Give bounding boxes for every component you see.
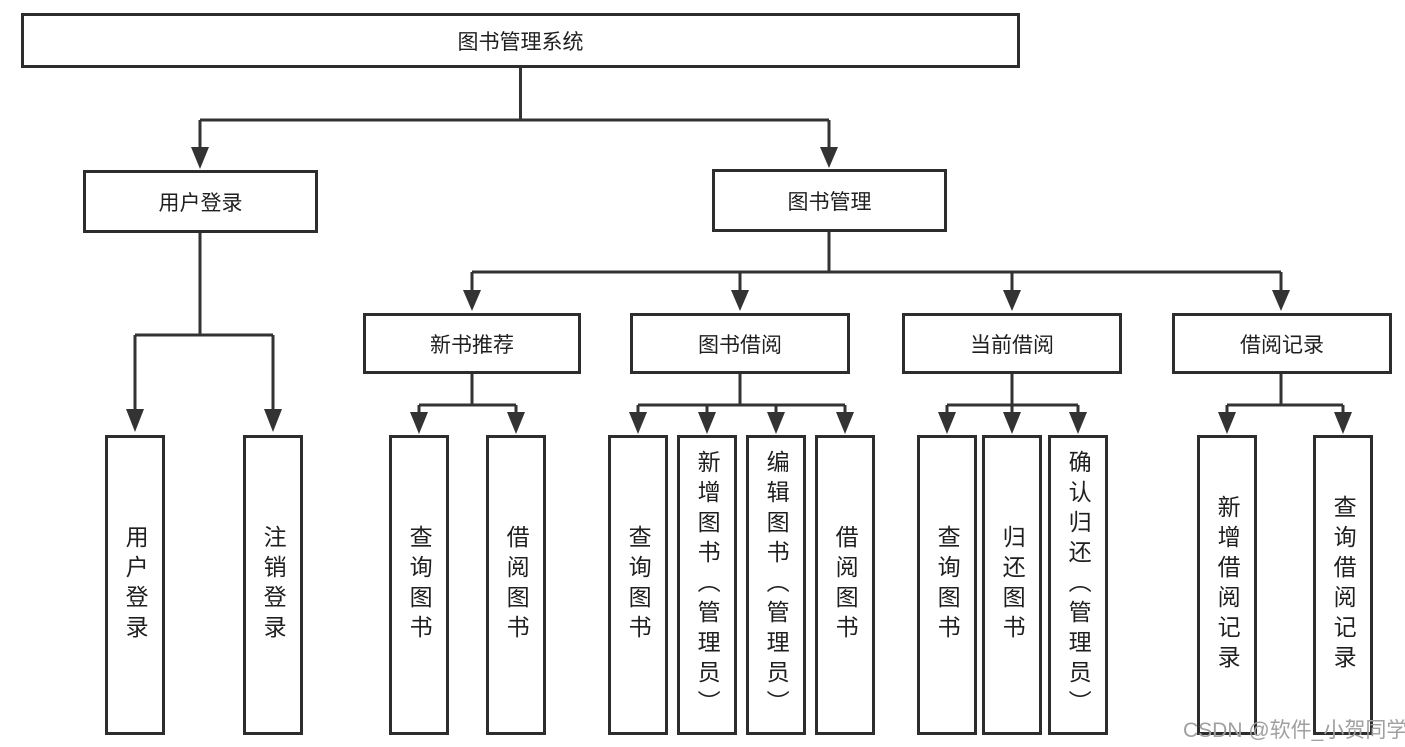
leaf-return-books: 归还图书 [982,435,1042,735]
node-user-login: 用户登录 [83,170,318,233]
node-new-book-recommendation: 新书推荐 [363,313,581,374]
leaf-label: 查询图书 [406,525,433,645]
leaf-label: 查询图书 [934,525,961,645]
leaf-label: 用户登录 [122,525,149,645]
leaf-user-login: 用户登录 [105,435,165,735]
node-current-borrowing: 当前借阅 [902,313,1122,374]
leaf-logout: 注销登录 [243,435,303,735]
leaf-label: 归还图书 [999,525,1026,645]
leaf-query-books-borrow: 查询图书 [608,435,668,735]
node-label: 用户登录 [158,191,243,215]
leaf-add-books-admin: 新增图书（管理员） [677,435,737,735]
leaf-confirm-return-admin: 确认归还（管理员） [1048,435,1108,735]
node-label: 图书管理 [787,190,872,214]
leaf-label: 查询图书 [625,525,652,645]
leaf-query-books-recommend: 查询图书 [389,435,449,735]
leaf-label: 注销登录 [260,525,287,645]
watermark-text: CSDN @软件_小贺同学 [1183,719,1405,742]
leaf-label: 新增图书（管理员） [694,450,721,720]
leaf-label: 编辑图书（管理员） [763,450,790,720]
leaf-add-borrow-record: 新增借阅记录 [1197,435,1257,735]
leaf-query-borrow-record: 查询借阅记录 [1313,435,1373,735]
node-book-borrowing: 图书借阅 [630,313,850,374]
node-label: 图书管理系统 [457,30,584,54]
leaf-label: 借阅图书 [832,525,859,645]
leaf-label: 确认归还（管理员） [1065,450,1092,720]
leaf-edit-books-admin: 编辑图书（管理员） [746,435,806,735]
node-label: 新书推荐 [430,333,514,357]
leaf-borrow-books: 借阅图书 [815,435,875,735]
leaf-label: 查询借阅记录 [1330,495,1357,675]
node-label: 借阅记录 [1240,333,1324,357]
leaf-query-books-current: 查询图书 [917,435,977,735]
leaf-label: 新增借阅记录 [1214,495,1241,675]
leaf-label: 借阅图书 [503,525,530,645]
node-label: 当前借阅 [970,333,1054,357]
node-book-management: 图书管理 [712,169,947,232]
leaf-borrow-books-recommend: 借阅图书 [486,435,546,735]
node-label: 图书借阅 [698,333,782,357]
node-library-management-system: 图书管理系统 [21,13,1020,68]
node-borrowing-records: 借阅记录 [1172,313,1392,374]
